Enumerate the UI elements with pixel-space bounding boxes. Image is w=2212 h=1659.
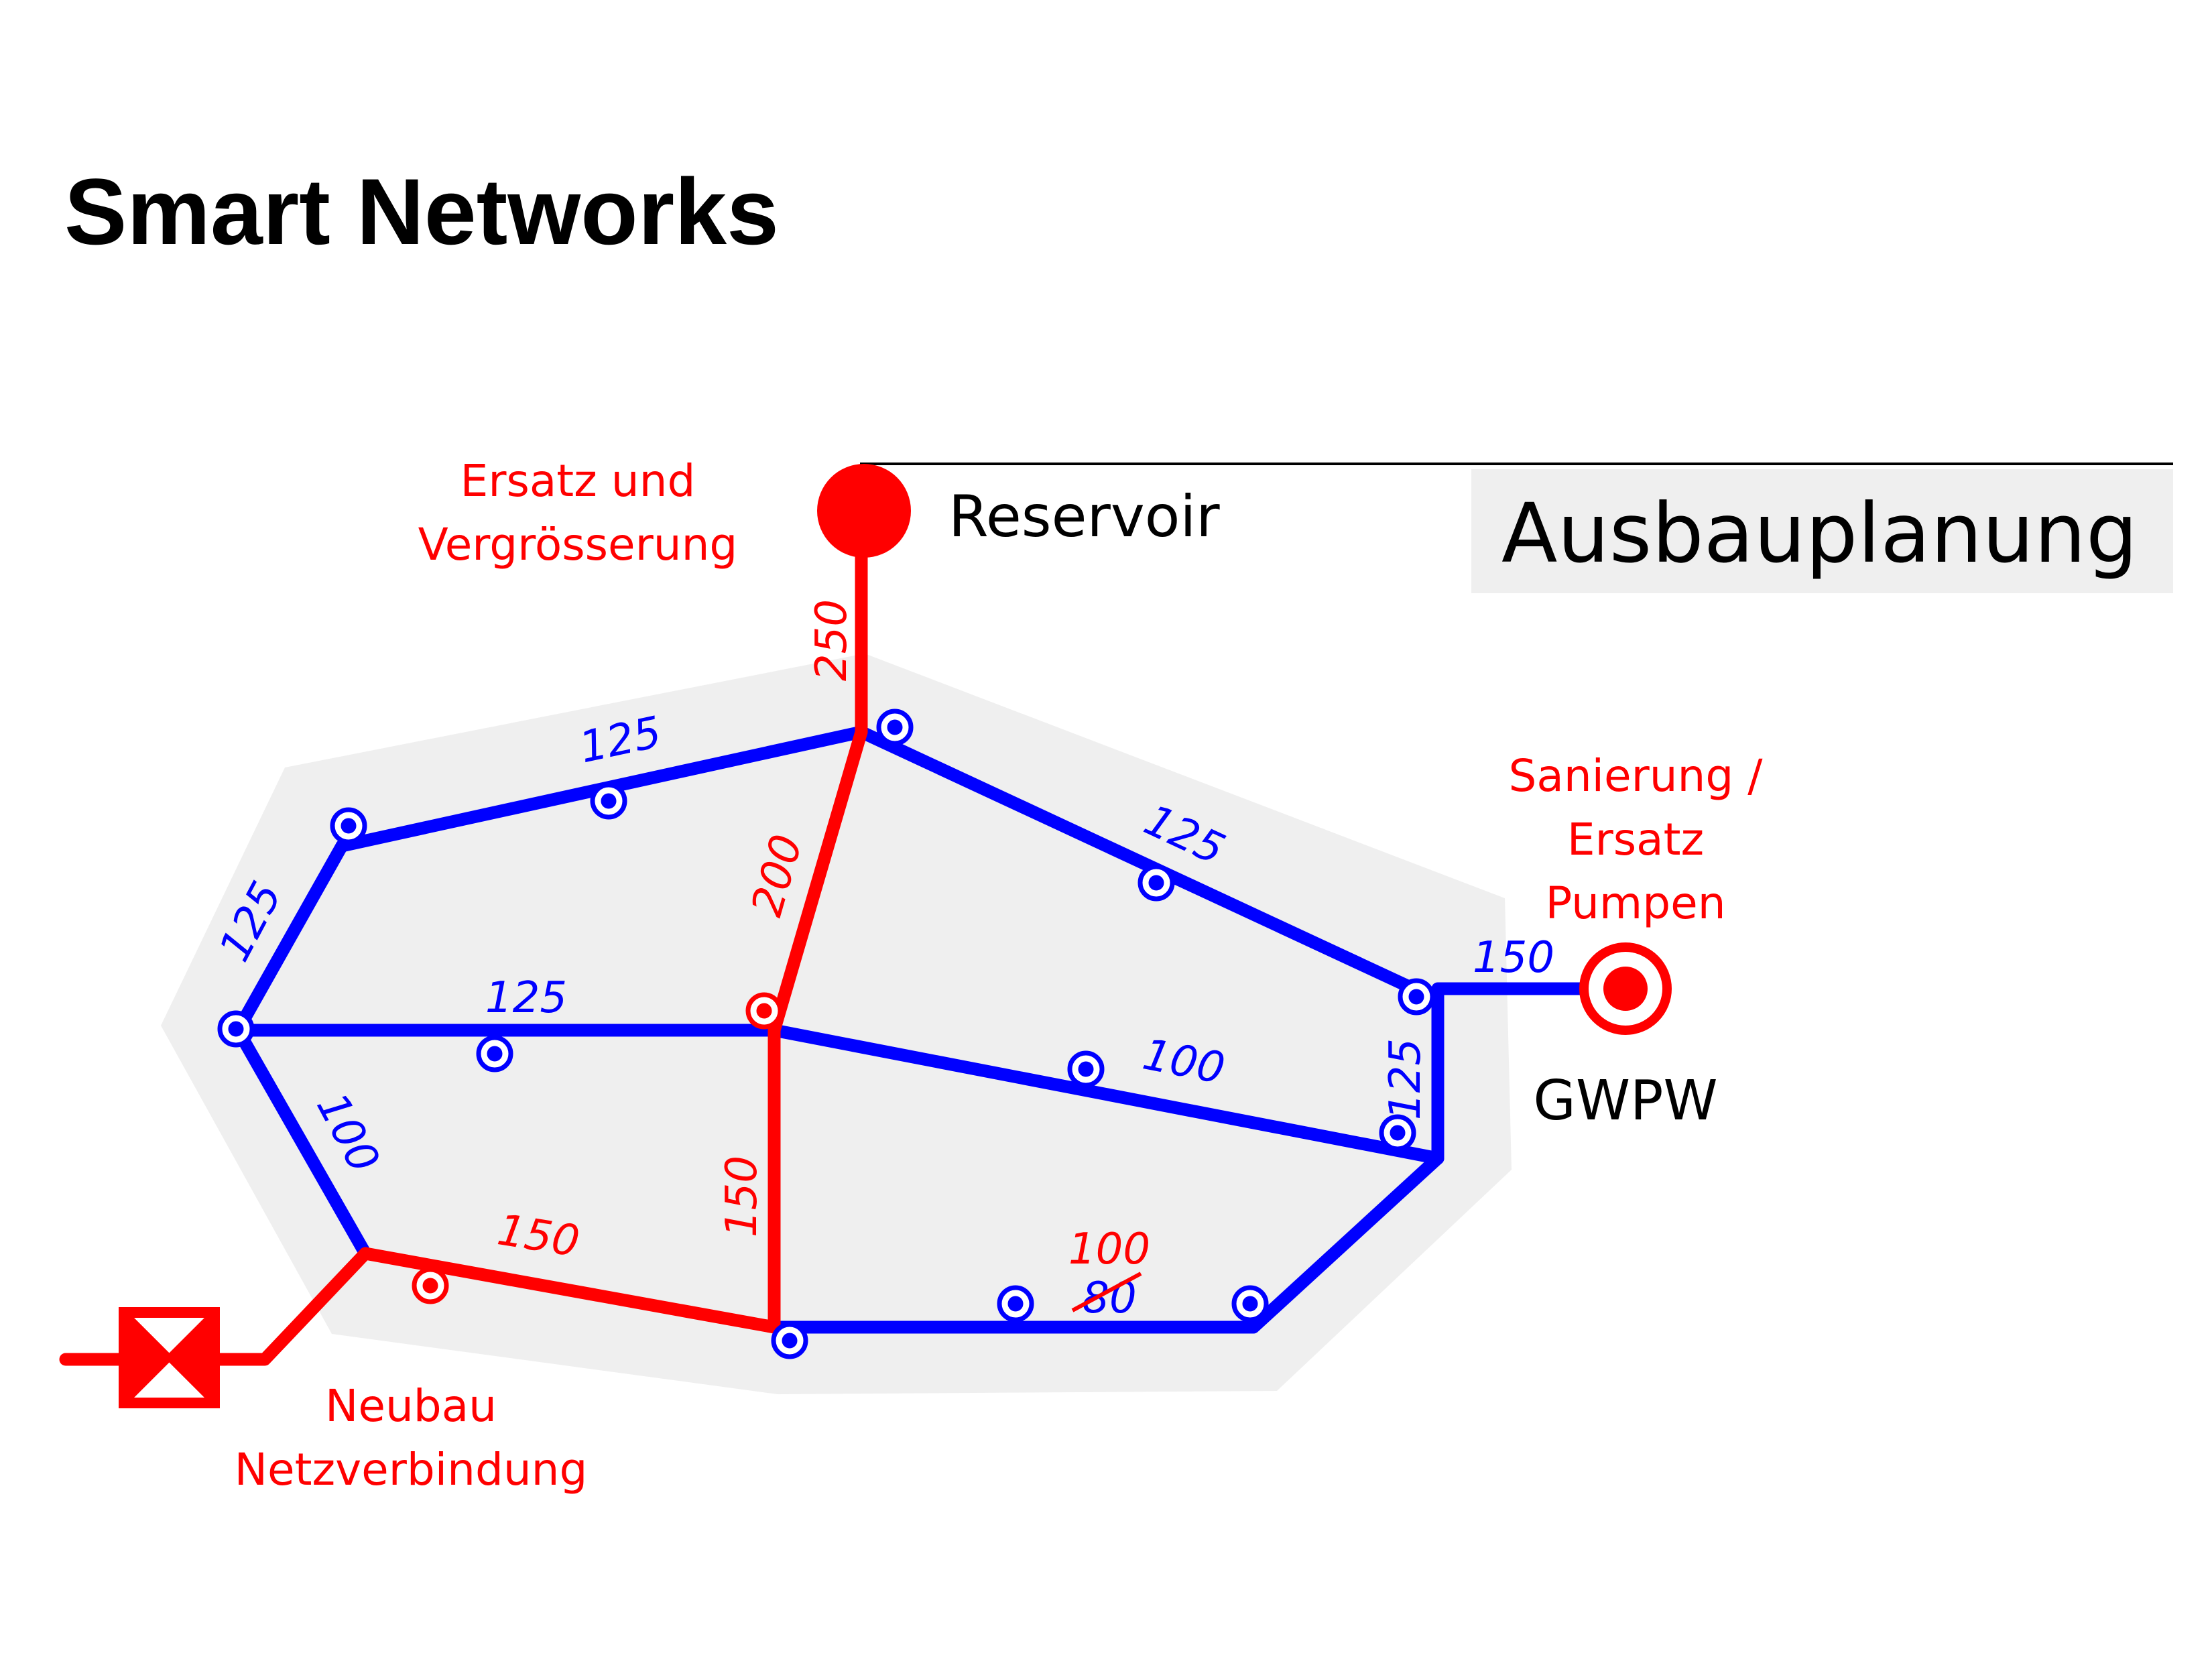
- connection-note-line1: Neubau: [325, 1380, 497, 1432]
- header-box: [1471, 469, 2173, 593]
- pipe-label-bottom-right-new: 100: [1068, 1225, 1150, 1274]
- hydrant-icon: [476, 1035, 513, 1072]
- pipe-bottom-left: [359, 1247, 781, 1334]
- existing-pipe-labels: 125 125 125 125 100 125 150 100: [210, 708, 1554, 1181]
- pump-note-line3: Pumpen: [1545, 877, 1725, 929]
- annotations: Ersatz und Vergrösserung Sanierung / Ers…: [235, 455, 1764, 1495]
- hydrant-icon: [771, 1322, 808, 1359]
- supply-zone: [161, 654, 1512, 1394]
- pipe-left-upper: [231, 839, 349, 1037]
- pipe-label-right-vertical: 125: [1381, 1038, 1430, 1120]
- pipe-center-vertical-upper: [767, 725, 868, 1037]
- pump-note-line2: Ersatz: [1567, 814, 1704, 865]
- pipe-bottom-right: [767, 1152, 1445, 1334]
- hydrant-icon: [997, 1285, 1034, 1323]
- hydrant-icon: [590, 782, 627, 820]
- hydrant-icon: [1379, 1114, 1416, 1152]
- reservoir-note-line2: Vergrösserung: [418, 519, 738, 570]
- pipe-connection: [208, 1247, 372, 1366]
- pump-icon: [1579, 942, 1672, 1035]
- pipe-label-center-horizontal: 125: [485, 973, 567, 1023]
- pipe-label-pump-link: 150: [1473, 933, 1554, 983]
- hydrant-icon: [745, 992, 783, 1030]
- connection-note-line2: Netzverbindung: [235, 1444, 588, 1495]
- hydrant-icon: [1398, 978, 1435, 1016]
- pipe-label-center-lower: 150: [717, 1156, 767, 1237]
- pipe-left-lower: [231, 1024, 372, 1260]
- strike-through-mark: [1071, 1272, 1142, 1312]
- reservoir-note-line1: Ersatz und: [460, 455, 696, 507]
- pipe-label-reservoir-main: 250: [807, 599, 857, 681]
- hydrant-icon: [1067, 1050, 1105, 1088]
- hydrant-icon: [1138, 864, 1175, 902]
- reservoir-label: Reservoir: [948, 483, 1220, 550]
- existing-pipes: [231, 725, 1592, 1334]
- hydrant-icon: [217, 1010, 255, 1048]
- hydrant-icon: [876, 709, 914, 746]
- slide-title: Smart Networks: [64, 159, 779, 264]
- pipe-top-right: [855, 725, 1434, 1002]
- pump-label: GWPW: [1533, 1069, 1717, 1133]
- hydrants: [217, 709, 1435, 1359]
- hydrant-icon: [1231, 1285, 1269, 1323]
- hydrant-icon: [412, 1267, 449, 1304]
- pump-note-line1: Sanierung /: [1508, 750, 1763, 802]
- pipe-center-diagonal: [767, 1024, 1445, 1165]
- reservoir-icon: [817, 464, 911, 558]
- planned-pipes: [59, 506, 868, 1366]
- hydrant-icon: [330, 807, 367, 845]
- valve-icon: [119, 1307, 220, 1408]
- header-title: Ausbauplanung: [1501, 486, 2138, 581]
